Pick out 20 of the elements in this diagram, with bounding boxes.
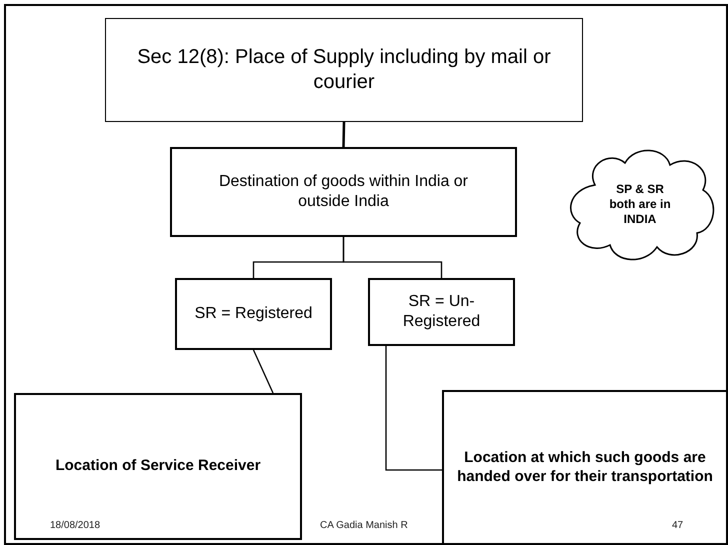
footer-text: CA Gadia Manish R	[320, 520, 408, 531]
process-box	[170, 147, 517, 237]
connector-line	[385, 346, 442, 471]
process-box	[105, 18, 583, 122]
box-text: Location at which such goods are handed over for their transportation	[456, 448, 714, 486]
box-text: Destination of goods within India or outside India	[218, 172, 470, 212]
footer-text: 18/08/2018	[50, 520, 100, 531]
box-text: SR = Un-Registered	[402, 292, 482, 332]
connector-line	[252, 350, 274, 394]
process-box	[175, 278, 332, 350]
connector-line	[342, 122, 346, 148]
box-text: SP & SR both are in INDIA	[608, 182, 672, 226]
process-box	[442, 390, 728, 545]
box-text: Location of Service Receiver	[55, 457, 261, 476]
box-text: SR = Registered	[194, 304, 312, 324]
connector-line	[342, 237, 442, 278]
process-box	[368, 278, 515, 346]
box-text: Sec 12(8): Place of Supply including by mail or courier	[136, 45, 552, 95]
footer-text: 47	[672, 520, 684, 531]
process-box	[14, 393, 302, 540]
